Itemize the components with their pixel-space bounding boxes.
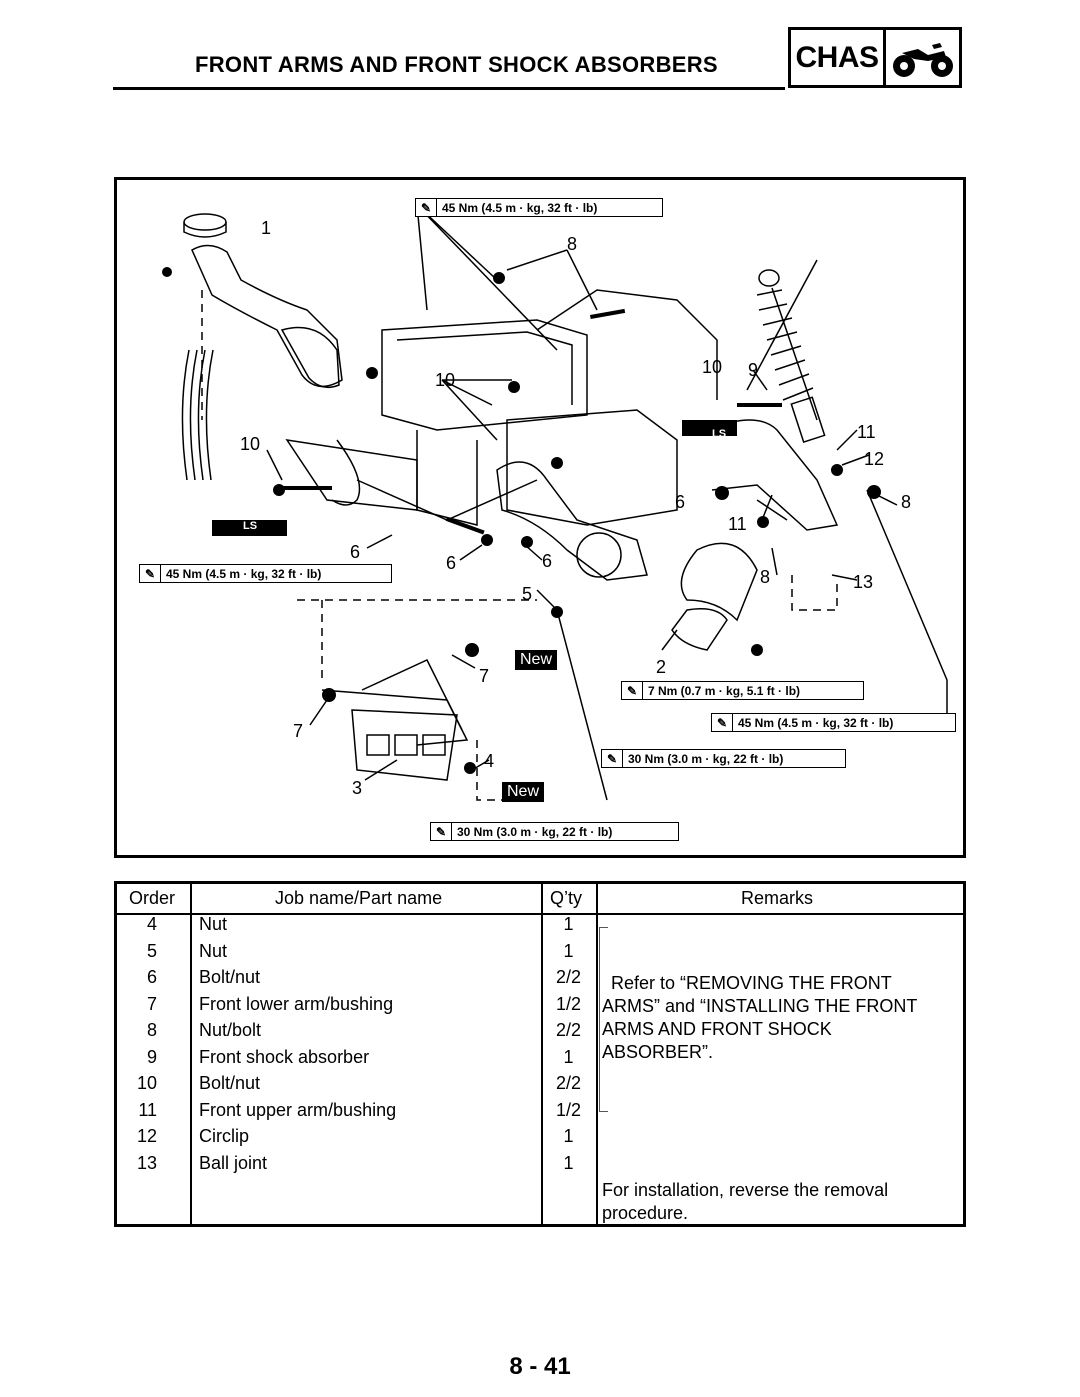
callout-6: 6	[446, 553, 457, 573]
callout-11: 11	[728, 514, 747, 534]
callout-10: 10	[435, 370, 456, 390]
row-qty: 1	[563, 1046, 574, 1067]
new-part-tag: New	[502, 782, 545, 802]
row-qty: 2/2	[555, 1020, 582, 1040]
row-qty: 1/2	[555, 1099, 582, 1120]
callout-1: 1	[261, 218, 272, 238]
diagram-drawing	[162, 204, 948, 801]
callout-7: 7	[479, 666, 490, 686]
wrench-icon: ✎	[602, 750, 623, 767]
callout-7: 7	[293, 721, 304, 741]
row-qty: 1	[563, 1126, 574, 1146]
callout-6: 6	[542, 551, 553, 571]
callout-12: 12	[864, 449, 885, 469]
row-part-name: Circlip	[199, 1126, 250, 1146]
new-part-tag: New	[515, 650, 558, 670]
row-qty: 2/2	[555, 967, 582, 987]
remarks-refer-line: ABSORBER”.	[602, 1042, 714, 1062]
torque-spec-left: ✎ 45 Nm (4.5 m · kg, 32 ft · lb)	[139, 564, 392, 583]
row-order: 10	[136, 1073, 157, 1093]
callout-6: 6	[675, 492, 686, 512]
row-part-name: Bolt/nut	[199, 967, 261, 987]
row-order: 9	[146, 1046, 157, 1067]
header-order: Order	[129, 888, 176, 908]
section-label: CHAS	[791, 30, 886, 85]
callout-10: 10	[702, 357, 723, 377]
remarks-install-line: procedure.	[602, 1203, 689, 1223]
row-part-name: Nut	[199, 940, 228, 961]
callout-8: 8	[567, 234, 578, 254]
row-order: 5	[146, 940, 157, 961]
wrench-icon: ✎	[431, 823, 452, 840]
remarks-refer-line: ARMS AND FRONT SHOCK	[602, 1019, 832, 1039]
remarks-refer-line: ARMS” and “INSTALLING THE FRONT	[602, 996, 918, 1016]
callout-10: 10	[240, 434, 261, 454]
wrench-icon: ✎	[140, 565, 161, 582]
row-order: 7	[146, 993, 157, 1014]
callout-4: 4	[484, 751, 495, 771]
torque-spec-30-b: ✎ 30 Nm (3.0 m · kg, 22 ft · lb)	[430, 822, 679, 841]
row-qty: 1	[563, 940, 574, 961]
row-part-name: Nut	[199, 914, 228, 934]
torque-spec-top: ✎ 45 Nm (4.5 m · kg, 32 ft · lb)	[415, 198, 663, 217]
section-badge: CHAS	[788, 27, 962, 88]
header-remarks: Remarks	[741, 888, 814, 908]
ls-grease-label: LS	[712, 428, 727, 440]
torque-spec-right-45: ✎ 45 Nm (4.5 m · kg, 32 ft · lb)	[711, 713, 956, 732]
wrench-icon: ✎	[622, 682, 643, 699]
callout-6: 6	[350, 542, 361, 562]
page-title: FRONT ARMS AND FRONT SHOCK ABSORBERS	[195, 52, 718, 77]
torque-spec-30-a: ✎ 30 Nm (3.0 m · kg, 22 ft · lb)	[601, 749, 846, 768]
page-number: 8 - 41	[509, 1353, 571, 1380]
callout-8: 8	[760, 567, 771, 587]
row-order: 8	[146, 1020, 157, 1040]
row-part-name: Ball joint	[199, 1152, 268, 1173]
row-order: 4	[146, 914, 157, 934]
row-qty: 2/2	[555, 1073, 582, 1093]
row-part-name: Front upper arm/bushing	[199, 1099, 397, 1120]
exploded-view-illustration: ✎ 45 Nm (4.5 m · kg, 32 ft · lb) ✎ 45 Nm…	[114, 177, 966, 858]
callout-13: 13	[853, 572, 874, 592]
callout-5: 5	[522, 584, 533, 604]
row-part-name: Front shock absorber	[199, 1046, 370, 1067]
row-order: 11	[138, 1099, 157, 1120]
callout-11: 11	[857, 422, 876, 442]
row-qty: 1	[563, 1152, 574, 1173]
row-qty: 1/2	[555, 993, 582, 1014]
row-order: 6	[146, 967, 157, 987]
remarks-install-line: For installation, reverse the removal	[602, 1180, 889, 1200]
wrench-icon: ✎	[416, 199, 437, 216]
callout-8: 8	[901, 492, 912, 512]
callout-2: 2	[656, 657, 667, 677]
row-part-name: Bolt/nut	[199, 1073, 261, 1093]
title-underline	[113, 87, 785, 90]
remarks-bracket	[599, 927, 608, 1112]
header-job-name: Job name/Part name	[275, 888, 443, 908]
ls-grease-label: LS	[243, 520, 258, 532]
remarks-refer-line: Refer to “REMOVING THE FRONT	[611, 973, 892, 993]
callout-9: 9	[748, 360, 759, 380]
row-part-name: Front lower arm/bushing	[199, 993, 394, 1014]
row-order: 13	[136, 1152, 157, 1173]
wrench-icon: ✎	[712, 714, 733, 731]
atv-icon	[886, 30, 959, 85]
row-order: 12	[136, 1126, 157, 1146]
callout-3: 3	[352, 778, 363, 798]
header-qty: Q’ty	[550, 888, 583, 908]
row-part-name: Nut/bolt	[199, 1020, 262, 1040]
row-qty: 1	[563, 914, 574, 934]
torque-spec-7nm: ✎ 7 Nm (0.7 m · kg, 5.1 ft · lb)	[621, 681, 864, 700]
